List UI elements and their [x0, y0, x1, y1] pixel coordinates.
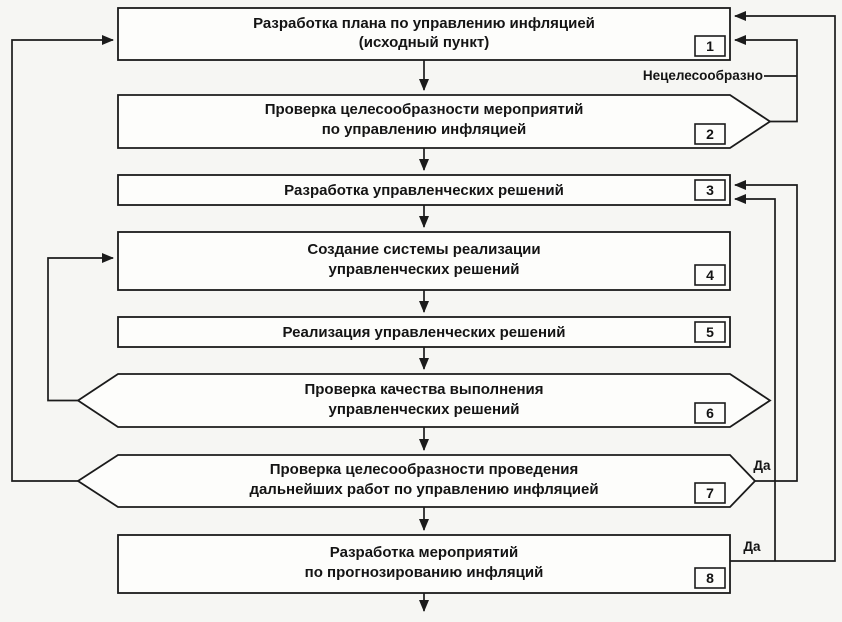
box-3-number: 3 — [706, 182, 714, 198]
box-4-line-2: управленческих решений — [329, 261, 520, 278]
box-1-number-tag — [694, 35, 726, 57]
box-2-line-2: по управлению инфляцией — [322, 121, 527, 138]
box-7-number: 7 — [706, 485, 714, 501]
box-5-number-tag — [694, 321, 726, 343]
feedback-6-to-4 — [47, 253, 114, 402]
box-8-line-1: Разработка мероприятий — [330, 544, 518, 561]
box-8-line-2: по прогнозированию инфляций — [305, 564, 544, 581]
label-yes-7: Да — [753, 458, 771, 473]
label-not-expedient: Нецелесообразно — [643, 68, 763, 83]
box-1-line-2: (исходный пункт) — [359, 34, 489, 51]
feedback-8-to-3 — [734, 194, 776, 561]
box-1-number: 1 — [706, 38, 714, 54]
process-box-3: Разработка управленческих решений 3 — [117, 174, 731, 206]
box-7-line-1: Проверка целесообразности проведения — [270, 461, 579, 478]
box-1-line-1: Разработка плана по управлению инфляцией — [253, 15, 595, 32]
decision-box-7: Проверка целесообразности проведения дал… — [76, 454, 757, 508]
box-4-number-tag — [694, 264, 726, 286]
feedback-2-to-1 — [734, 35, 798, 123]
box-4-number: 4 — [706, 267, 714, 283]
box-3-line-1: Разработка управленческих решений — [284, 182, 564, 199]
process-box-1: Разработка плана по управлению инфляцией… — [117, 7, 731, 61]
feedback-8-to-1 — [730, 11, 836, 562]
box-2-number: 2 — [706, 126, 714, 142]
label-yes-8: Да — [743, 539, 761, 554]
box-5-number: 5 — [706, 324, 714, 340]
box-6-line-2: управленческих решений — [329, 401, 520, 418]
box-8-number-tag — [694, 567, 726, 589]
box-6-line-1: Проверка качества выполнения — [304, 381, 543, 398]
decision-box-2: Проверка целесообразности мероприятий по… — [117, 94, 772, 149]
process-box-4: Создание системы реализации управленческ… — [117, 231, 731, 291]
box-7-line-2: дальнейших работ по управлению инфляцией — [249, 481, 598, 498]
process-box-8: Разработка мероприятий по прогнозировани… — [117, 534, 731, 594]
process-box-5: Реализация управленческих решений 5 — [117, 316, 731, 348]
box-2-number-tag — [694, 123, 726, 145]
box-4-line-1: Создание системы реализации — [307, 241, 540, 258]
box-8-number: 8 — [706, 570, 714, 586]
decision-box-6: Проверка качества выполнения управленчес… — [76, 373, 772, 428]
feedback-7-to-1 — [11, 35, 114, 482]
box-7-number-tag — [694, 482, 726, 504]
box-2-line-1: Проверка целесообразности мероприятий — [265, 101, 584, 118]
feedback-7-to-3 — [734, 180, 798, 482]
box-6-number: 6 — [706, 405, 714, 421]
box-6-number-tag — [694, 402, 726, 424]
box-5-line-1: Реализация управленческих решений — [283, 324, 566, 341]
box-3-number-tag — [694, 179, 726, 201]
